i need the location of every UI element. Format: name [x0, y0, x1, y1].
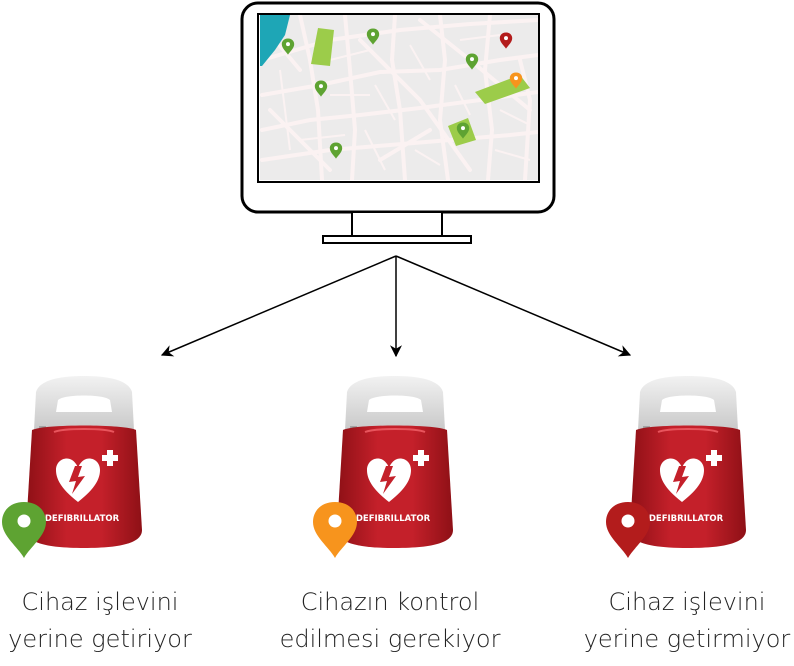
status-caption-check: Cihazın kontrol edilmesi gerekiyor — [260, 584, 520, 658]
medical-cross-icon — [706, 450, 722, 466]
monitor-neck — [351, 211, 443, 237]
defibrillator-device: DEFIBRILLATOR — [313, 376, 453, 558]
map-pin-icon — [281, 38, 295, 55]
status-pin-icon — [606, 502, 650, 558]
map-pin-icon — [329, 142, 343, 159]
status-pin-icon — [313, 502, 357, 558]
arrow-right — [395, 255, 632, 357]
caption-line2: yerine getiriyor — [8, 625, 192, 653]
status-caption-not-working: Cihaz işlevini yerine getirmiyor — [557, 584, 794, 658]
device-label: DEFIBRILLATOR — [356, 514, 431, 524]
device-label: DEFIBRILLATOR — [45, 514, 120, 524]
connection-arrows — [160, 255, 632, 358]
monitor — [240, 1, 556, 244]
device-label: DEFIBRILLATOR — [649, 514, 724, 524]
caption-line1: Cihaz işlevini — [608, 588, 766, 616]
heart-bolt-icon — [660, 458, 704, 502]
status-caption-working: Cihaz işlevini yerine getiriyor — [0, 584, 230, 658]
map-pin-icon — [314, 80, 328, 97]
water-area — [260, 15, 290, 66]
heart-bolt-icon — [56, 458, 100, 502]
caption-line1: Cihaz işlevini — [21, 588, 179, 616]
monitor-screen-border — [257, 13, 540, 183]
map-pin-icon — [509, 72, 523, 89]
map-pin-icon — [499, 32, 513, 49]
map-pin-icon — [456, 122, 470, 139]
arrow-left — [160, 255, 397, 357]
heart-bolt-icon — [367, 458, 411, 502]
monitor-base — [322, 235, 472, 244]
map-pin-icon — [366, 28, 380, 45]
medical-cross-icon — [413, 450, 429, 466]
park-area — [311, 28, 334, 66]
caption-line1: Cihazın kontrol — [300, 588, 480, 616]
medical-cross-icon — [102, 450, 118, 466]
status-pin-icon — [2, 502, 46, 558]
defibrillator-device: DEFIBRILLATOR — [2, 376, 142, 558]
map-pin-icon — [465, 53, 479, 70]
defibrillator-device: DEFIBRILLATOR — [606, 376, 746, 558]
caption-line2: yerine getirmiyor — [583, 625, 791, 653]
caption-line2: edilmesi gerekiyor — [279, 625, 501, 653]
city-map — [260, 15, 538, 180]
